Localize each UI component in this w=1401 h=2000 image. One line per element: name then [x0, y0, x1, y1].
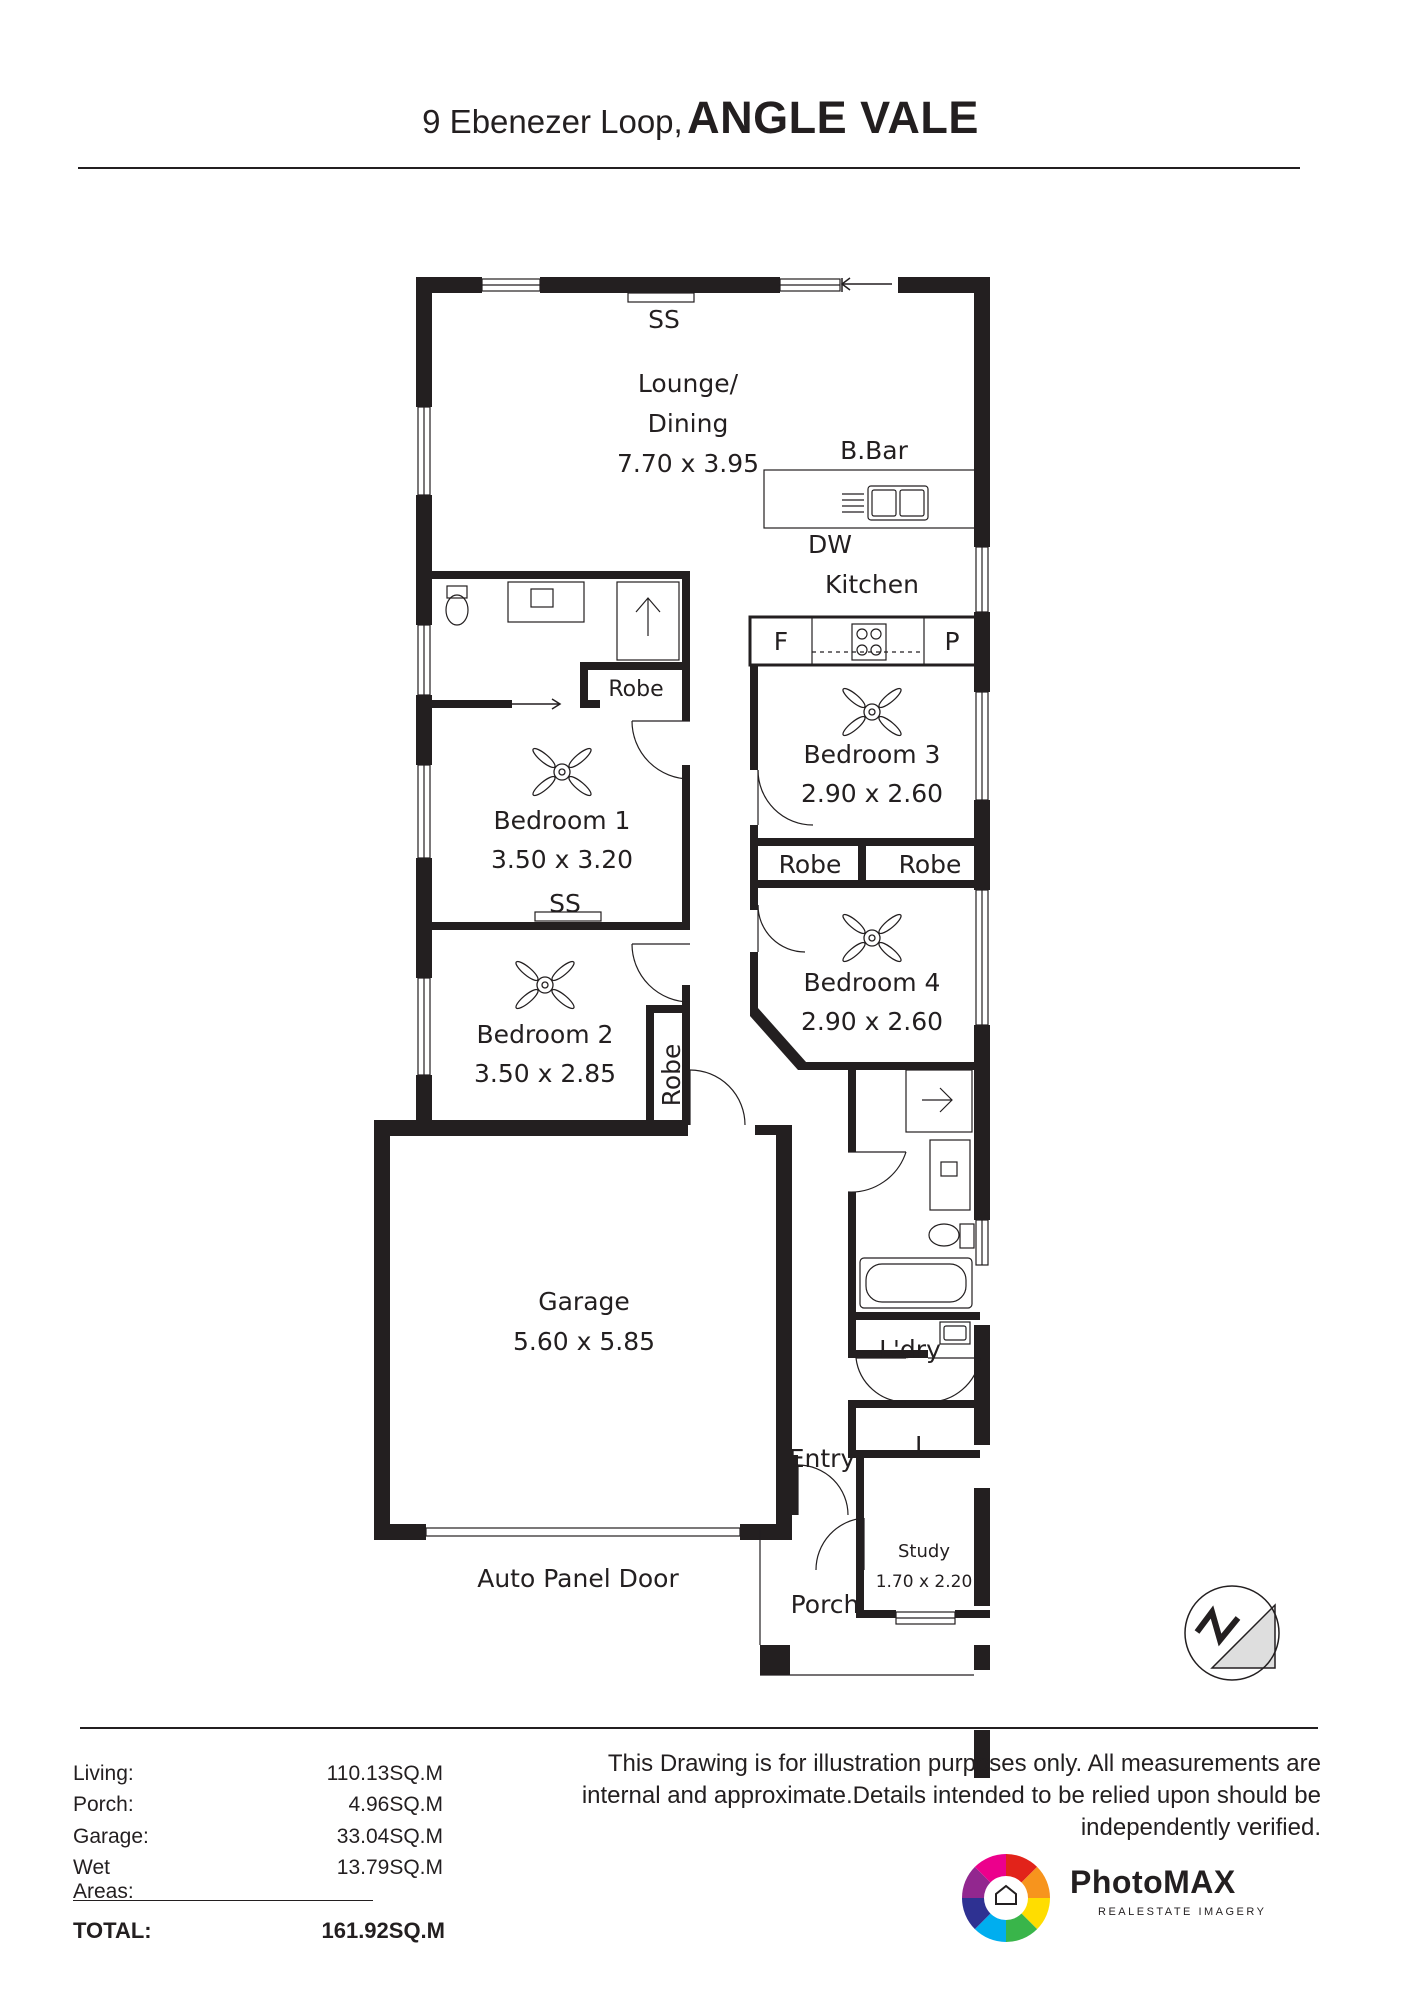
area-label: Wet Areas:	[73, 1856, 134, 1903]
porch-label: Porch	[791, 1590, 860, 1619]
robe-label: Robe	[779, 850, 842, 879]
north-arrow-icon	[1184, 1585, 1280, 1681]
total-label: TOTAL:	[73, 1918, 152, 1943]
bedroom1-label: Bedroom 1	[494, 806, 631, 835]
kitchen-label: Kitchen	[825, 570, 919, 599]
area-label: Living:	[73, 1762, 134, 1785]
bedroom4-size: 2.90 x 2.60	[801, 1007, 943, 1036]
dw-label: DW	[808, 530, 852, 559]
area-value: 4.96SQ.M	[348, 1793, 443, 1816]
bedroom2-size: 3.50 x 2.85	[474, 1059, 616, 1088]
auto-door-label: Auto Panel Door	[477, 1564, 679, 1593]
suburb-text: ANGLE VALE	[687, 92, 979, 143]
ss-label: SS	[648, 305, 680, 334]
sink-icon	[842, 485, 929, 521]
room-labels: SS Lounge/ Dining 7.70 x 3.95 B.Bar DW K…	[474, 305, 972, 1619]
entry-label: Entry	[789, 1444, 856, 1473]
bathroom-fixtures	[859, 1069, 975, 1345]
breakfast-bar	[763, 469, 977, 529]
ceiling-fan-icons	[515, 687, 902, 1010]
walls	[374, 277, 990, 1778]
ss-label: SS	[549, 889, 581, 918]
bbar-label: B.Bar	[840, 436, 909, 465]
robe-label: Robe	[608, 677, 663, 702]
camera-aperture-logo-icon	[962, 1854, 1050, 1942]
lounge-label: Lounge/	[638, 369, 739, 398]
brand-name: PhotoMAX	[1070, 1864, 1236, 1900]
area-label: Garage:	[73, 1825, 149, 1848]
bedroom4-label: Bedroom 4	[804, 968, 941, 997]
area-value: 110.13SQ.M	[326, 1762, 443, 1785]
fridge-label: F	[774, 627, 788, 656]
study-label: Study	[898, 1541, 950, 1562]
sliding-door-arrow-icon	[840, 277, 892, 292]
address-text: 9 Ebenezer Loop,	[422, 103, 683, 140]
robe-label: Robe	[657, 1044, 686, 1107]
lounge-label-2: Dining	[648, 409, 729, 438]
total-value: 161.92SQ.M	[321, 1918, 445, 1943]
page-title: 9 Ebenezer Loop, ANGLE VALE	[0, 92, 1401, 144]
bedroom3-label: Bedroom 3	[804, 740, 941, 769]
garage-size: 5.60 x 5.85	[513, 1327, 655, 1356]
area-label: Porch:	[73, 1793, 134, 1816]
garage-label: Garage	[538, 1287, 630, 1316]
total-divider	[73, 1900, 373, 1901]
header-divider	[78, 167, 1300, 169]
ensuite-fixtures	[445, 581, 680, 661]
split-system-unit	[627, 292, 695, 303]
bedroom1-size: 3.50 x 3.20	[491, 845, 633, 874]
windows	[417, 278, 989, 1625]
area-value: 13.79SQ.M	[336, 1856, 443, 1879]
linen-label: L	[915, 1431, 929, 1460]
laundry-label: L'dry	[879, 1335, 941, 1364]
pantry-label: P	[944, 627, 959, 656]
bedroom2-label: Bedroom 2	[477, 1020, 614, 1049]
sliding-door-arrow-icon	[512, 698, 562, 710]
split-system-unit	[534, 911, 602, 922]
disclaimer-text: This Drawing is for illustration purpose…	[581, 1750, 1321, 1841]
door-swings	[631, 720, 981, 1676]
cooktop-icon	[811, 617, 925, 665]
lounge-size: 7.70 x 3.95	[617, 449, 759, 478]
brand-tagline: REALESTATE IMAGERY	[1098, 1906, 1267, 1918]
robe-label: Robe	[899, 850, 962, 879]
bedroom3-size: 2.90 x 2.60	[801, 779, 943, 808]
area-value: 33.04SQ.M	[336, 1825, 443, 1848]
footer-divider	[80, 1727, 1318, 1729]
study-size: 1.70 x 2.20	[876, 1572, 973, 1592]
